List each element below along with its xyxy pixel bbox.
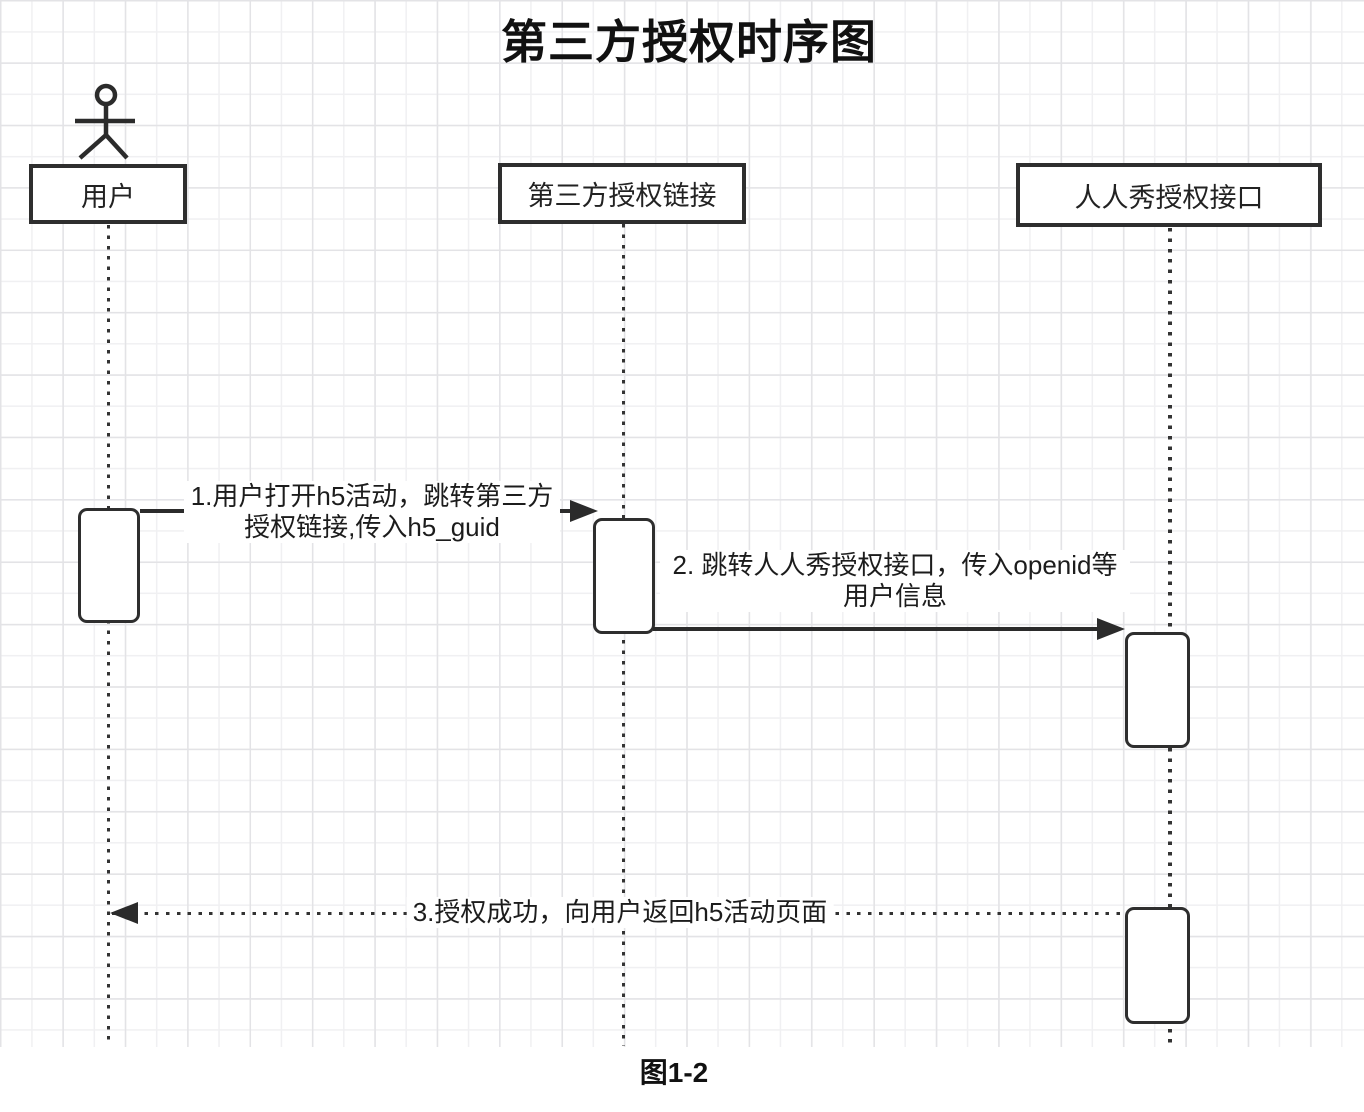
message-1-label-line1: 1.用户打开h5活动，跳转第三方 bbox=[190, 481, 554, 511]
participant-box-user: 用户 bbox=[29, 164, 187, 224]
participant-label-renrenxiu-api: 人人秀授权接口 bbox=[1074, 182, 1264, 213]
message-2-label-line1: 2. 跳转人人秀授权接口，传入openid等 bbox=[672, 550, 1118, 580]
activation-renrenxiu-api-2 bbox=[1125, 907, 1190, 1024]
message-3-arrowhead-icon bbox=[110, 902, 138, 924]
participant-label-third-party-link: 第三方授权链接 bbox=[527, 181, 717, 211]
participant-box-renrenxiu-api: 人人秀授权接口 bbox=[1016, 163, 1322, 227]
lifeline-third-party-link bbox=[621, 224, 626, 1046]
activation-renrenxiu-api-1 bbox=[1125, 632, 1190, 748]
figure-caption: 图1-2 bbox=[639, 1057, 709, 1088]
activation-third-party-link bbox=[593, 518, 655, 634]
message-3-label: 3.授权成功，向用户返回h5活动页面 bbox=[406, 897, 834, 928]
message-1-arrowhead-icon bbox=[570, 500, 598, 522]
participant-label-user: 用户 bbox=[81, 181, 135, 212]
message-1-label: 1.用户打开h5活动，跳转第三方 授权链接,传入h5_guid bbox=[184, 481, 560, 543]
lifeline-user bbox=[106, 225, 110, 1046]
message-1-label-line2: 授权链接,传入h5_guid bbox=[244, 512, 500, 542]
message-2-label: 2. 跳转人人秀授权接口，传入openid等 用户信息 bbox=[660, 550, 1130, 612]
diagram-title: 第三方授权时序图 bbox=[501, 16, 877, 68]
participant-box-third-party-link: 第三方授权链接 bbox=[498, 163, 746, 224]
message-2-arrowhead-icon bbox=[1097, 618, 1125, 640]
message-2-line bbox=[653, 626, 1101, 631]
message-2-label-line2: 用户信息 bbox=[842, 581, 947, 611]
activation-user bbox=[78, 508, 140, 623]
actor-icon bbox=[75, 83, 135, 160]
